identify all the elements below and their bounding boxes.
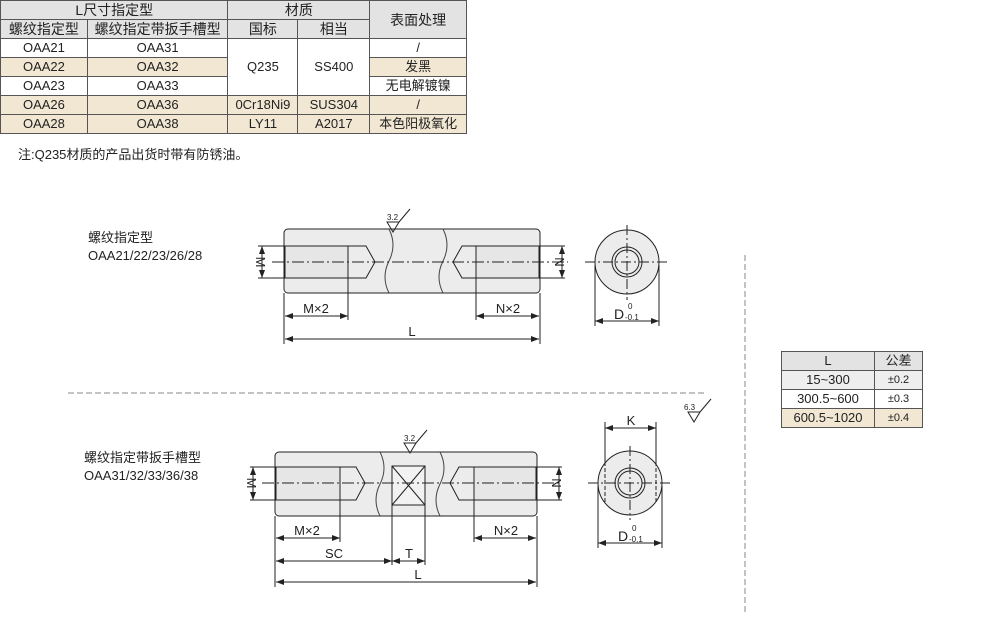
cell: 0Cr18Ni9: [227, 95, 299, 115]
side-view-2: [250, 429, 562, 587]
header-thread: 螺纹指定型: [0, 19, 88, 39]
header-gb: 国标: [227, 19, 299, 39]
cell: ±0.3: [874, 389, 923, 409]
dim-d-upper: 0: [632, 524, 637, 533]
dim-k: K: [627, 413, 636, 428]
cell: 本色阳极氧化: [369, 114, 467, 134]
dim-d: D: [614, 306, 624, 322]
header-tolerance: 公差: [874, 351, 923, 371]
drawing1-title: 螺纹指定型: [88, 230, 154, 245]
drawing2-codes: OAA31/32/33/36/38: [84, 468, 199, 483]
roughness-label: 3.2: [404, 434, 416, 443]
dim-l: L: [414, 567, 421, 582]
cell: 600.5~1020: [781, 408, 875, 428]
header-surface: 表面处理: [369, 0, 467, 39]
dim-d-lower: -0.1: [625, 313, 639, 322]
dim-l: L: [408, 324, 415, 339]
cell: OAA23: [0, 76, 88, 96]
cell: LY11: [227, 114, 299, 134]
dim-d-upper: 0: [628, 302, 633, 311]
note: 注:Q235材质的产品出货时带有防锈油。: [18, 147, 249, 162]
dim-mx2: M×2: [303, 301, 329, 316]
dim-sc: SC: [325, 546, 343, 561]
table-row: 300.5~600±0.3: [781, 389, 923, 409]
dim-nx2: N×2: [496, 301, 520, 316]
cell: Q235: [227, 38, 299, 96]
end-view-2: [588, 398, 712, 548]
dim-m: M: [244, 478, 259, 489]
header-l: L: [781, 351, 875, 371]
drawing1-codes: OAA21/22/23/26/28: [88, 248, 203, 263]
dim-m: M: [253, 257, 268, 268]
roughness-label: 3.2: [387, 213, 399, 222]
dim-d-lower: -0.1: [629, 535, 643, 544]
dim-n: N: [552, 257, 567, 266]
header-equiv: 相当: [297, 19, 371, 39]
cell: SUS304: [297, 95, 371, 115]
cell: OAA28: [0, 114, 88, 134]
cell: ±0.2: [874, 370, 923, 390]
cell: A2017: [297, 114, 371, 134]
cell: 无电解镀镍: [369, 76, 467, 96]
cell: 300.5~600: [781, 389, 875, 409]
cell: OAA32: [86, 57, 229, 77]
side-view-1: [258, 208, 568, 344]
cell: OAA31: [86, 38, 229, 58]
cell: 15~300: [781, 370, 875, 390]
dim-mx2: M×2: [294, 523, 320, 538]
drawing2-title: 螺纹指定带扳手槽型: [84, 450, 202, 465]
cell: ±0.4: [874, 408, 923, 428]
cell: SS400: [297, 38, 371, 96]
dim-nx2: N×2: [494, 523, 518, 538]
dim-n: N: [549, 478, 564, 487]
cell: 发黑: [369, 57, 467, 77]
cell: OAA26: [0, 95, 88, 115]
header-material: 材质: [227, 0, 371, 20]
dim-t: T: [405, 546, 413, 561]
table-row: 600.5~1020±0.4: [781, 408, 923, 428]
roughness-all-label: 6.3: [684, 403, 696, 412]
cell: OAA22: [0, 57, 88, 77]
header-l-type: L尺寸指定型: [0, 0, 229, 20]
dim-d: D: [618, 528, 628, 544]
table-row: 15~300±0.2: [781, 370, 923, 390]
end-view-1: [585, 225, 670, 326]
